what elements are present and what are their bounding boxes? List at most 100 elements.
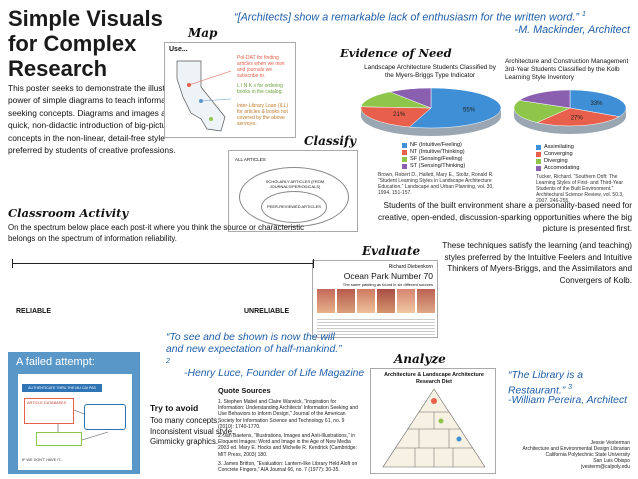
analyze-title: Architecture & Landscape Architecture Re… [384, 372, 484, 385]
legend-item: SF (Sensing/Feeling) [402, 156, 465, 163]
author-credit: Jessie Vesterman Architecture and Enviro… [522, 440, 630, 470]
legend-label: Diverging [544, 158, 568, 164]
failed-attempt-title: A failed attempt: [16, 356, 95, 368]
pie-slice [536, 107, 620, 127]
chart-right-caption: Architecture and Construction Management… [505, 58, 629, 81]
pie-slice [569, 89, 627, 117]
credit-line: California Polytechnic State University [545, 452, 630, 458]
avoid-list: Too many concepts. Inconsistent visual s… [150, 416, 234, 448]
legend-swatch [402, 150, 407, 155]
quote-mid-author: -Henry Luce, Founder of Life Magazine [184, 368, 365, 379]
legend-swatch [536, 159, 541, 164]
classify-scholarly-label: SCHOLARLY ARTICLES (FROM JOURNALS/PERIOD… [265, 179, 325, 189]
painting-thumbnail [377, 289, 395, 313]
legend-item: ST (Sensing/Thinking) [402, 163, 465, 170]
legend-item: Assimilating [536, 144, 579, 151]
legend-item: Diverging [536, 158, 579, 165]
pie-slice [518, 89, 571, 109]
techniques-text: These techniques satisfy the learning (a… [442, 241, 632, 285]
spectrum-right-label: UNRELIABLE [244, 308, 290, 315]
evaluate-author: Richard Diebenkorn [388, 264, 433, 270]
failed-box-bottom: IF WE DON'T HAVE IT... [22, 458, 64, 462]
failed-box-lower [36, 432, 82, 446]
pie-slice [388, 87, 432, 109]
quote-top-text: “[Architects] show a remarkable lack of … [234, 11, 583, 24]
failed-box-right [84, 404, 126, 430]
avoid-item: Inconsistent visual style. [150, 426, 235, 436]
pie-slice [408, 87, 502, 129]
legend-label: NF (Intuitive/Feeling) [410, 142, 462, 148]
legend-item: NF (Intuitive/Feeling) [402, 142, 465, 149]
legend-swatch [402, 143, 407, 148]
map-heading: Map [188, 26, 218, 40]
legend-swatch [536, 166, 541, 171]
painting-thumbnail [417, 289, 435, 313]
pie-value-label: 55% [463, 108, 476, 114]
classify-peer-ring [261, 191, 327, 223]
quote-right-text: “The Library is a Restaurant.” [508, 370, 584, 397]
legend-swatch [402, 164, 407, 169]
legend-label: SF (Sensing/Feeling) [410, 156, 463, 162]
classify-all-label: ALL ARTICLES [235, 157, 266, 162]
spectrum-left-label: RELIABLE [16, 308, 51, 315]
map-use-label: Use... [169, 46, 188, 53]
legend-label: Assimilating [544, 144, 574, 150]
quote-right: “The Library is a Restaurant.” 3 [508, 370, 634, 398]
classify-panel: ALL ARTICLES SCHOLARLY ARTICLES (FROM JO… [228, 150, 358, 232]
avoid-item: Too many concepts. [150, 416, 220, 425]
quote-source-item: 3. James Britton, “Evaluation: Lantern-l… [218, 460, 358, 474]
quote-right-ref: 3 [568, 384, 572, 392]
failed-arrows [57, 409, 109, 441]
evaluate-heading: Evaluate [362, 244, 421, 258]
failed-box-portal: AUTHENTICATE THRU THE MU CAI PAS PORTAL [22, 384, 102, 398]
credit-line: Architecture and Environmental Design Li… [522, 446, 630, 452]
painting-thumbnails [317, 289, 435, 313]
evaluate-caption: The same painting as found in six differ… [342, 282, 433, 287]
classroom-heading: Classroom Activity [8, 206, 129, 220]
classify-heading: Classify [304, 134, 357, 148]
legend-item: Converging [536, 151, 579, 158]
pie-chart-kolb: 33% 27% [513, 89, 627, 134]
classify-scholarly-ring [239, 167, 349, 227]
legend-item: NT (Intuitive/Thinking) [402, 149, 465, 156]
quote-sources-heading: Quote Sources [218, 386, 271, 395]
quote-mid: “To see and be shown is now the will and… [166, 332, 346, 371]
quote-mid-text: “To see and be shown is now the will and… [166, 332, 342, 355]
pie-chart-myers-briggs: 55% 21% [360, 87, 502, 136]
quote-top-ref: 1 [582, 11, 586, 18]
avoid-item: Gimmicky graphics. [150, 437, 219, 446]
pie-value-label: 33% [591, 101, 604, 107]
intro-paragraph: This poster seeks to demonstrate the ill… [8, 83, 193, 156]
legend-swatch [402, 157, 407, 162]
quote-sources-list: 1. Stephen Mabel and Claire Warwick, “In… [218, 399, 358, 473]
map-panel: Use... Pol-DAT for finding articles when… [164, 42, 296, 138]
quote-top-author: -M. Mackinder, Architect [514, 24, 630, 36]
legend-label: Accomodating [544, 165, 580, 171]
pie-slice [360, 91, 432, 109]
legend-swatch [536, 145, 541, 150]
credit-line: jvesterm@calpoly.edu [581, 464, 630, 470]
pie-value-label: 27% [571, 116, 584, 122]
avoid-heading: Try to avoid [150, 403, 199, 413]
legend-myers-briggs: NF (Intuitive/Feeling)NT (Intuitive/Thin… [402, 142, 465, 170]
legend-label: Converging [544, 151, 573, 157]
quote-source-item: 2. Jan Baetens, “Illustrations, Images a… [218, 433, 357, 458]
evaluate-work: Ocean Park Number 70 [343, 271, 433, 281]
citation-right: Tucker, Richard. “Southern Drift: The Le… [536, 174, 624, 204]
legend-item: Accomodating [536, 165, 579, 172]
map-ill: Inter-Library Loan (ILL) for articles & … [237, 103, 289, 127]
analyze-panel: Architecture & Landscape Architecture Re… [370, 368, 496, 474]
failed-attempt-diagram: AUTHENTICATE THRU THE MU CAI PAS PORTAL … [18, 374, 132, 470]
classroom-text: On the spectrum below place each post-it… [8, 223, 304, 243]
spectrum-left-tick [12, 259, 13, 268]
food-pyramid-icon [382, 388, 486, 468]
legend-swatch [536, 152, 541, 157]
quote-top: “[Architects] show a remarkable lack of … [234, 8, 632, 25]
quote-source-item: 1. Stephen Mabel and Claire Warwick, “In… [218, 399, 358, 430]
quote-mid-ref: 2 [166, 358, 170, 365]
quote-right-author: -William Pereira, Architect [508, 395, 628, 406]
chart-left-caption: Landscape Architecture Students Classifi… [364, 64, 496, 79]
spectrum-right-tick [313, 259, 314, 268]
pie-value-label: 21% [393, 112, 406, 118]
